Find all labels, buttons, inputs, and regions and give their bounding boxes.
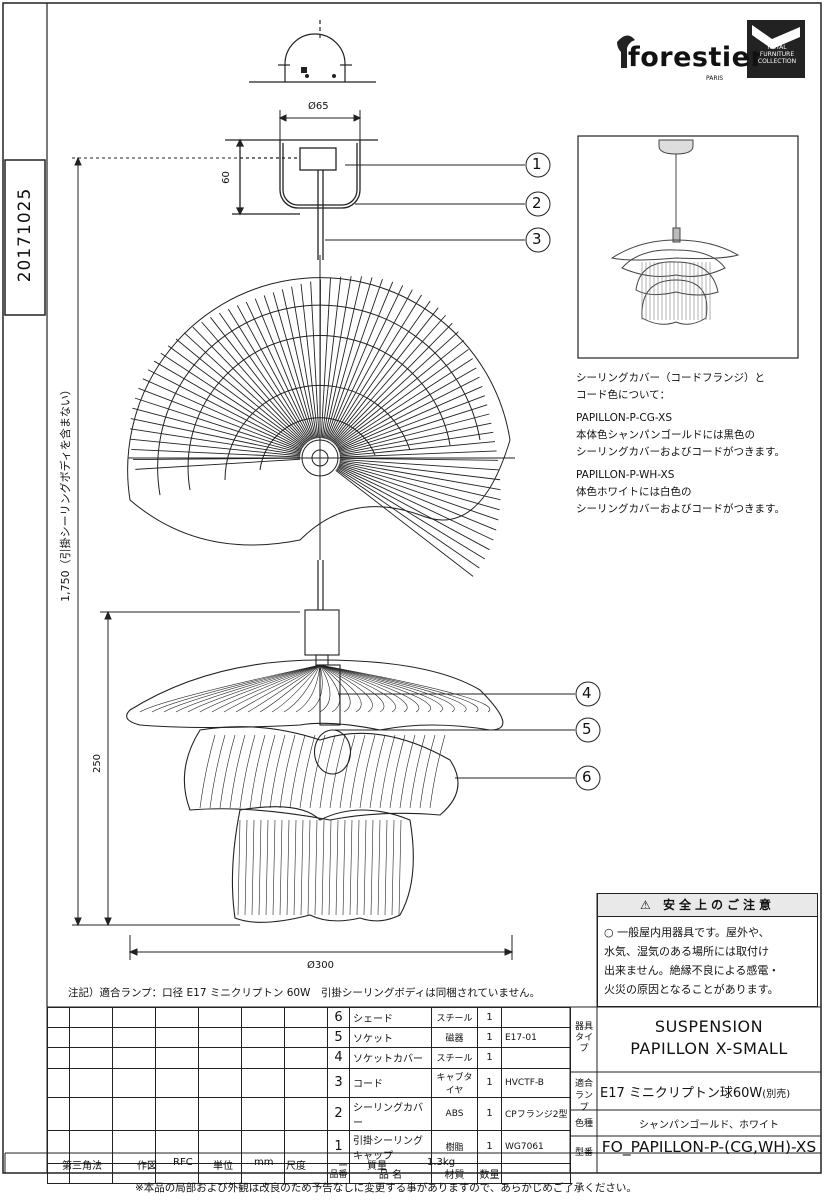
weight-label: 質量 [367,1161,387,1172]
scale-value: ー [338,1161,348,1172]
drawn-label: 作図 [137,1161,157,1172]
bird-logo-icon [617,35,635,68]
part-material: スチール [431,1006,478,1029]
part-note: WG7061 [501,1129,571,1164]
lamp-footnote: 注記）適合ランプ：口径 E17 ミニクリプトン 60W 引掛シーリングボディは同… [68,987,541,999]
note-model-cg: PAPILLON-P-CG-XS [576,412,672,424]
dim-diameter-top: Ø65 [308,101,329,112]
color-notes: シーリングカバー（コードフランジ）と コード色について： PAPILLON-P-… [576,370,816,518]
type-name: SUSPENSION PAPILLON X-SMALL [597,1016,821,1060]
note-cg-line-2: シーリングカバーおよびコードがつきます。 [576,446,785,458]
info-row: 第三角法 作図 RFC 単位 mm 尺度 ー 質量 1.3kg [5,1153,570,1173]
callout-2: 2 [532,194,542,212]
collection-line-2: FURNITURE [759,51,795,58]
part-material: ABS [431,1096,478,1131]
safety-line-3: 出来ません。絶縁不良による感電・ [604,964,780,977]
part-qty: 1 [477,1067,502,1098]
collection-line-3: COLLECTION [757,58,797,65]
callout-4: 4 [582,684,592,702]
product-photo [610,139,740,325]
label-color: 色種 [574,1119,593,1129]
label-model: 型番 [574,1148,593,1158]
note-wh-line-1: 体色ホワイトには白色の [576,486,692,498]
dim-total-height: 1,750（引掛シーリングボディを含まない） [59,384,72,602]
type-line-1: SUSPENSION [654,1017,764,1036]
part-qty: 1 [477,1047,502,1069]
part-name: シェード [349,1006,432,1029]
note-model-wh: PAPILLON-P-WH-XS [576,469,675,481]
part-name: ソケットカバー [349,1047,432,1069]
part-number: 2 [327,1096,350,1131]
unit-value: mm [254,1157,274,1168]
part-name: 引掛シーリングキャップ [349,1129,432,1164]
part-material: スチール [431,1047,478,1069]
note-heading-1: シーリングカバー（コードフランジ）と [576,372,765,384]
scale-label: 尺度 [286,1161,306,1172]
part-note: HVCTF-B [501,1067,571,1098]
type-line-2: PAPILLON X-SMALL [630,1039,788,1058]
part-number: 4 [327,1047,350,1069]
part-number: 5 [327,1027,350,1049]
brand-name: forestier [628,42,765,73]
part-qty: 1 [477,1027,502,1049]
dim-lower-height: 250 [92,753,104,774]
safety-title: ⚠ 安全上のご注意 [598,894,817,917]
unit-label: 単位 [213,1161,233,1172]
part-note: CPフランジ2型 [501,1096,571,1131]
pendant-side-view [126,609,504,923]
disclaimer: ※本品の局部および外観は改良のため予告なしに変更する事がありますので、あらかじめ… [135,1182,637,1194]
part-note: E17-01 [501,1027,571,1049]
table-header-row: 品番品 名材質数量 [47,1162,571,1184]
dim-diameter-shade: Ø300 [307,960,334,971]
drawn-value: RFC [173,1157,193,1168]
weight-value: 1.3kg [427,1157,456,1168]
collection-badge-text: ROYAL FURNITURE COLLECTION [748,44,806,65]
part-qty: 1 [477,1096,502,1131]
callout-5: 5 [582,720,592,738]
document-id: 20171025 [15,187,35,283]
safety-line-2: 水気、湿気のある場所には取付け [604,945,769,958]
part-number: 3 [327,1067,350,1098]
label-type: 器具タイプ [574,1022,593,1054]
product-photo-frame [577,135,799,359]
safety-line-1: ○ 一般屋内用器具です。屋外や、 [604,926,770,939]
note-wh-line-2: シーリングカバーおよびコードがつきます。 [576,503,785,515]
part-material: 磁器 [431,1027,478,1049]
safety-line-4: 火災の原因となることがあります。 [604,983,779,996]
part-name: ソケット [349,1027,432,1049]
color-value: シャンパンゴールド、ホワイト [638,1120,780,1131]
part-note [501,1006,571,1029]
note-cg-line-1: 本体色シャンパンゴールドには黒色の [576,429,756,441]
model-value: FO_PAPILLON-P-(CG,WH)-XS [601,1138,817,1156]
part-qty: 1 [477,1006,502,1029]
callout-3: 3 [532,230,542,248]
projection: 第三角法 [62,1161,102,1172]
part-number: 6 [327,1006,350,1029]
callout-6: 6 [582,768,592,786]
safety-notice: ⚠ 安全上のご注意 ○ 一般屋内用器具です。屋外や、 水気、湿気のある場所には取… [597,893,818,1007]
collection-line-1: ROYAL [767,44,787,51]
part-name: シーリングカバー [349,1096,432,1131]
label-lamp: 適合ランプ [574,1079,593,1113]
callout-1: 1 [532,155,542,173]
lamp-value: E17 ミニクリプトン球60W(別売) [600,1082,820,1101]
part-name: コード [349,1067,432,1098]
dim-height-cover: 60 [220,171,232,184]
brand-city: PARIS [706,75,724,82]
lamp-name: E17 ミニクリプトン球60W [600,1086,763,1101]
lamp-note: (別売) [762,1089,791,1100]
part-material: キャブタイヤ [431,1067,478,1098]
note-heading-2: コード色について： [576,389,671,401]
part-note [501,1047,571,1069]
